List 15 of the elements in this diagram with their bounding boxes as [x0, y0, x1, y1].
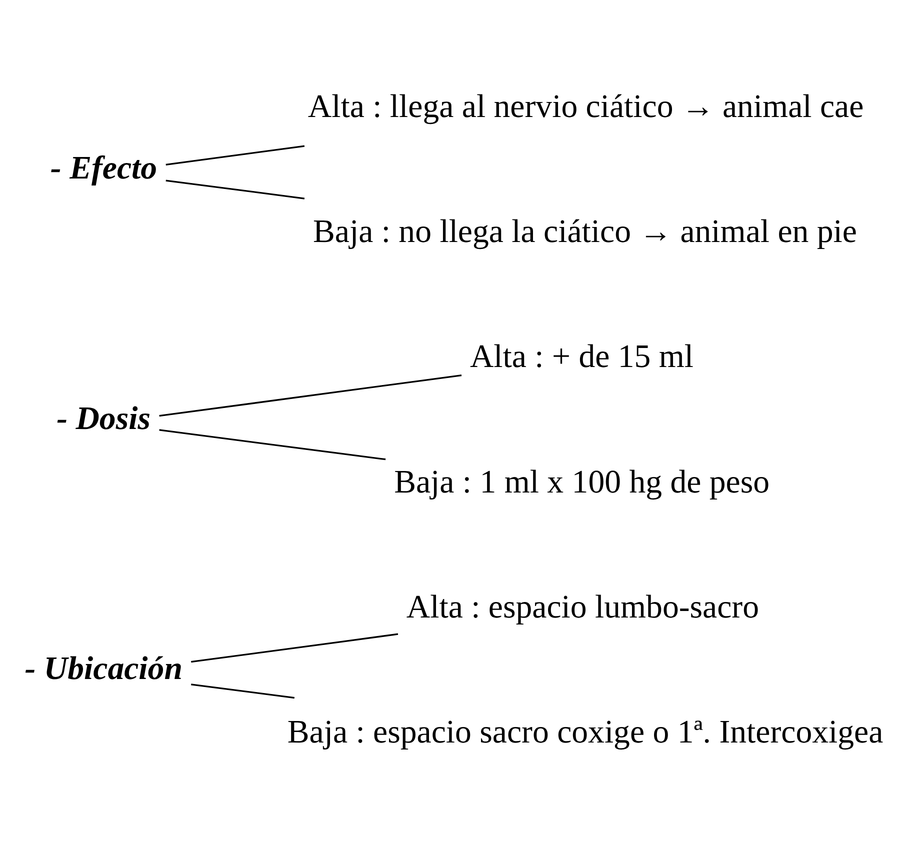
node-text: Baja : 1 ml x 100 hg de peso: [394, 464, 770, 500]
node-text: - Ubicación: [24, 651, 182, 688]
node-text: - Dosis: [56, 400, 150, 437]
node-text: - Efecto: [50, 150, 158, 186]
connector: [191, 633, 398, 663]
connector: [159, 429, 386, 460]
connector: [166, 180, 305, 200]
node-text: Baja : espacio sacro coxige o 1ª. Intercoxigea: [287, 714, 884, 751]
connector: [166, 145, 305, 166]
connector: [191, 684, 295, 699]
node-text: Alta : llega al nervio ciático → animal cae: [308, 88, 864, 125]
node-text: Alta : espacio lumbo-sacro: [406, 590, 760, 626]
node-text: Alta : + de 15 ml: [470, 339, 694, 376]
node-text: Baja : no llega la ciático → animal en pie: [313, 214, 857, 250]
connector: [159, 374, 462, 417]
